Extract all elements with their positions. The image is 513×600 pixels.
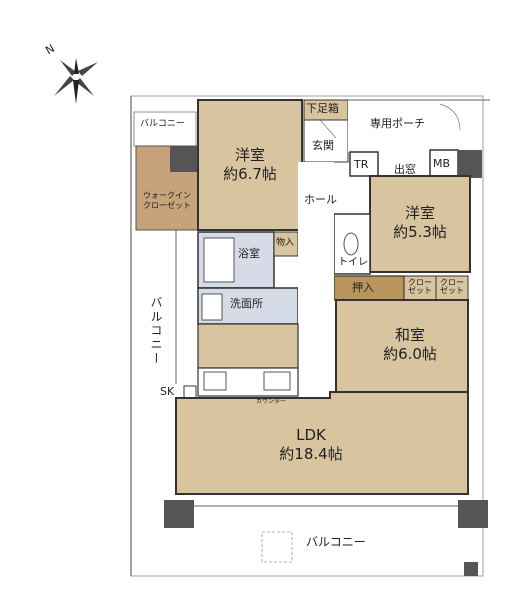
western-room-1-name: 洋室 (234, 146, 265, 164)
shoebox-label: 下足箱 (306, 102, 339, 115)
balcony-left-label: バルコニー (149, 296, 163, 366)
entrance-label: 玄関 (312, 139, 334, 152)
demado-label: 出窓 (394, 163, 416, 176)
oshiire-label: 押入 (352, 281, 374, 294)
tr-label: TR (354, 158, 369, 171)
closet1-label: クロー ゼット (407, 279, 433, 295)
closet1-line2: ゼット (408, 286, 432, 295)
hall-label: ホール (304, 193, 337, 206)
western-room-1-label: 洋室 約6.7帖 (212, 148, 288, 182)
ldk-label: LDK 約18.4帖 (266, 428, 356, 462)
porch-label: 専用ポーチ (370, 117, 425, 130)
bath-label: 浴室 (238, 247, 260, 260)
toilet-room (333, 213, 371, 275)
western-room-2-name: 洋室 (404, 204, 435, 222)
sk-label: SK (160, 385, 175, 398)
washroom-label: 洗面所 (230, 297, 263, 310)
walkin-closet-label: ウォークイン クローゼット (138, 192, 196, 210)
western-room-1-size: 約6.7帖 (223, 165, 277, 183)
ldk-room (175, 391, 469, 495)
western-room-1 (197, 99, 303, 231)
western-room-2-size: 約5.3帖 (393, 223, 447, 241)
walkin-line1: ウォークイン (143, 191, 191, 200)
toilet-label: トイレ (338, 257, 368, 268)
compass-icon (54, 58, 98, 104)
closet1-line1: クロー (408, 278, 432, 287)
storage-label: 物入 (276, 238, 295, 248)
japanese-room (335, 299, 469, 393)
ldk-name: LDK (296, 426, 326, 444)
japanese-room-label: 和室 約6.0帖 (372, 328, 448, 362)
closet2-line1: クロー (440, 278, 464, 287)
japanese-room-size: 約6.0帖 (383, 345, 437, 363)
counter-label: カウンター (256, 398, 287, 405)
japanese-room-name: 和室 (394, 326, 425, 344)
western-room-2 (369, 175, 471, 273)
closet2-label: クロー ゼット (439, 279, 465, 295)
ldk-size: 約18.4帖 (279, 445, 343, 463)
western-room-2-label: 洋室 約5.3帖 (382, 206, 458, 240)
balcony-top-label: バルコニー (140, 119, 185, 129)
balcony-bottom-label: バルコニー (306, 535, 366, 549)
closet2-line2: ゼット (440, 286, 464, 295)
walkin-line2: クローゼット (143, 201, 191, 210)
mb-label: MB (433, 157, 451, 170)
